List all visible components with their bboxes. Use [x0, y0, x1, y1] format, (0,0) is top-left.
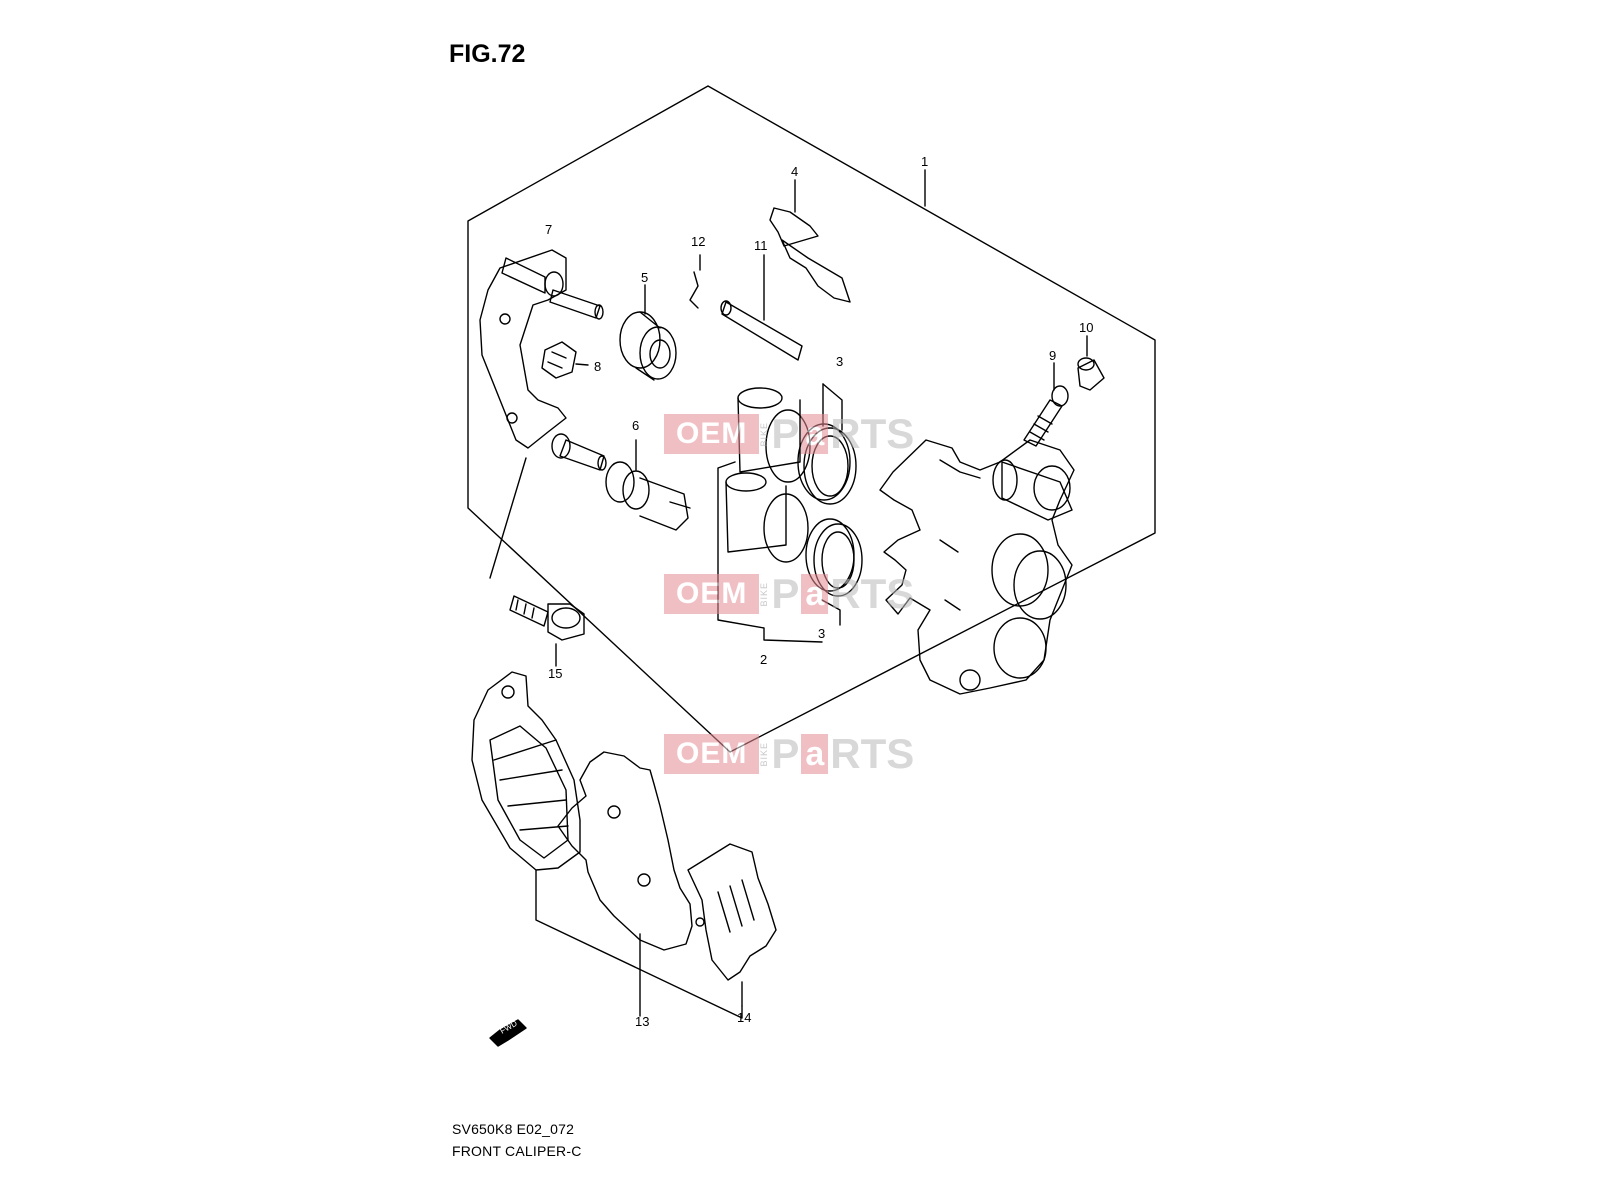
callout-6: 6 — [632, 418, 639, 433]
cap-part-10 — [1077, 335, 1105, 391]
callout-13: 13 — [635, 1014, 649, 1029]
bolt-part-15 — [509, 595, 585, 667]
pin-part-11 — [720, 254, 803, 361]
fwd-arrow-icon — [489, 1019, 527, 1047]
callout-9: 9 — [1049, 348, 1056, 363]
callout-1: 1 — [921, 154, 928, 169]
callout-3-bottom: 3 — [818, 626, 825, 641]
leader-13-14 — [535, 869, 743, 1019]
figure-title: FIG.72 — [449, 40, 526, 68]
callout-11: 11 — [754, 238, 768, 253]
spring-part-4 — [769, 179, 851, 303]
callout-labels: 1 2 3 3 3 4 5 6 7 8 9 10 11 12 13 14 15 … — [499, 154, 1094, 1036]
callout-14: 14 — [737, 1010, 751, 1025]
caliper-body — [879, 439, 1075, 695]
shim-part-14 — [687, 843, 777, 1007]
boot-part-6 — [605, 439, 691, 531]
boot-part-5 — [619, 284, 677, 381]
callout-10: 10 — [1079, 320, 1093, 335]
clip-part-8 — [541, 341, 589, 379]
callout-15: 15 — [548, 666, 562, 681]
callout-8: 8 — [594, 359, 601, 374]
callout-5: 5 — [641, 270, 648, 285]
callout-2: 2 — [760, 652, 767, 667]
assembly-boundary — [467, 85, 1156, 753]
clip-part-12 — [689, 254, 701, 309]
callout-12: 12 — [691, 234, 705, 249]
brake-pad-part-13-left — [471, 671, 581, 871]
callout-7: 7 — [545, 222, 552, 237]
callout-4: 4 — [791, 164, 798, 179]
diagram-name: FRONT CALIPER-C — [452, 1143, 582, 1159]
brake-pad-part-13-right — [557, 751, 693, 1017]
bleeder-part-9 — [1023, 362, 1069, 447]
caliper-bracket-part — [479, 249, 607, 579]
diagram-code: SV650K8 E02_072 — [452, 1121, 575, 1137]
callout-3-top: 3 — [836, 354, 843, 369]
